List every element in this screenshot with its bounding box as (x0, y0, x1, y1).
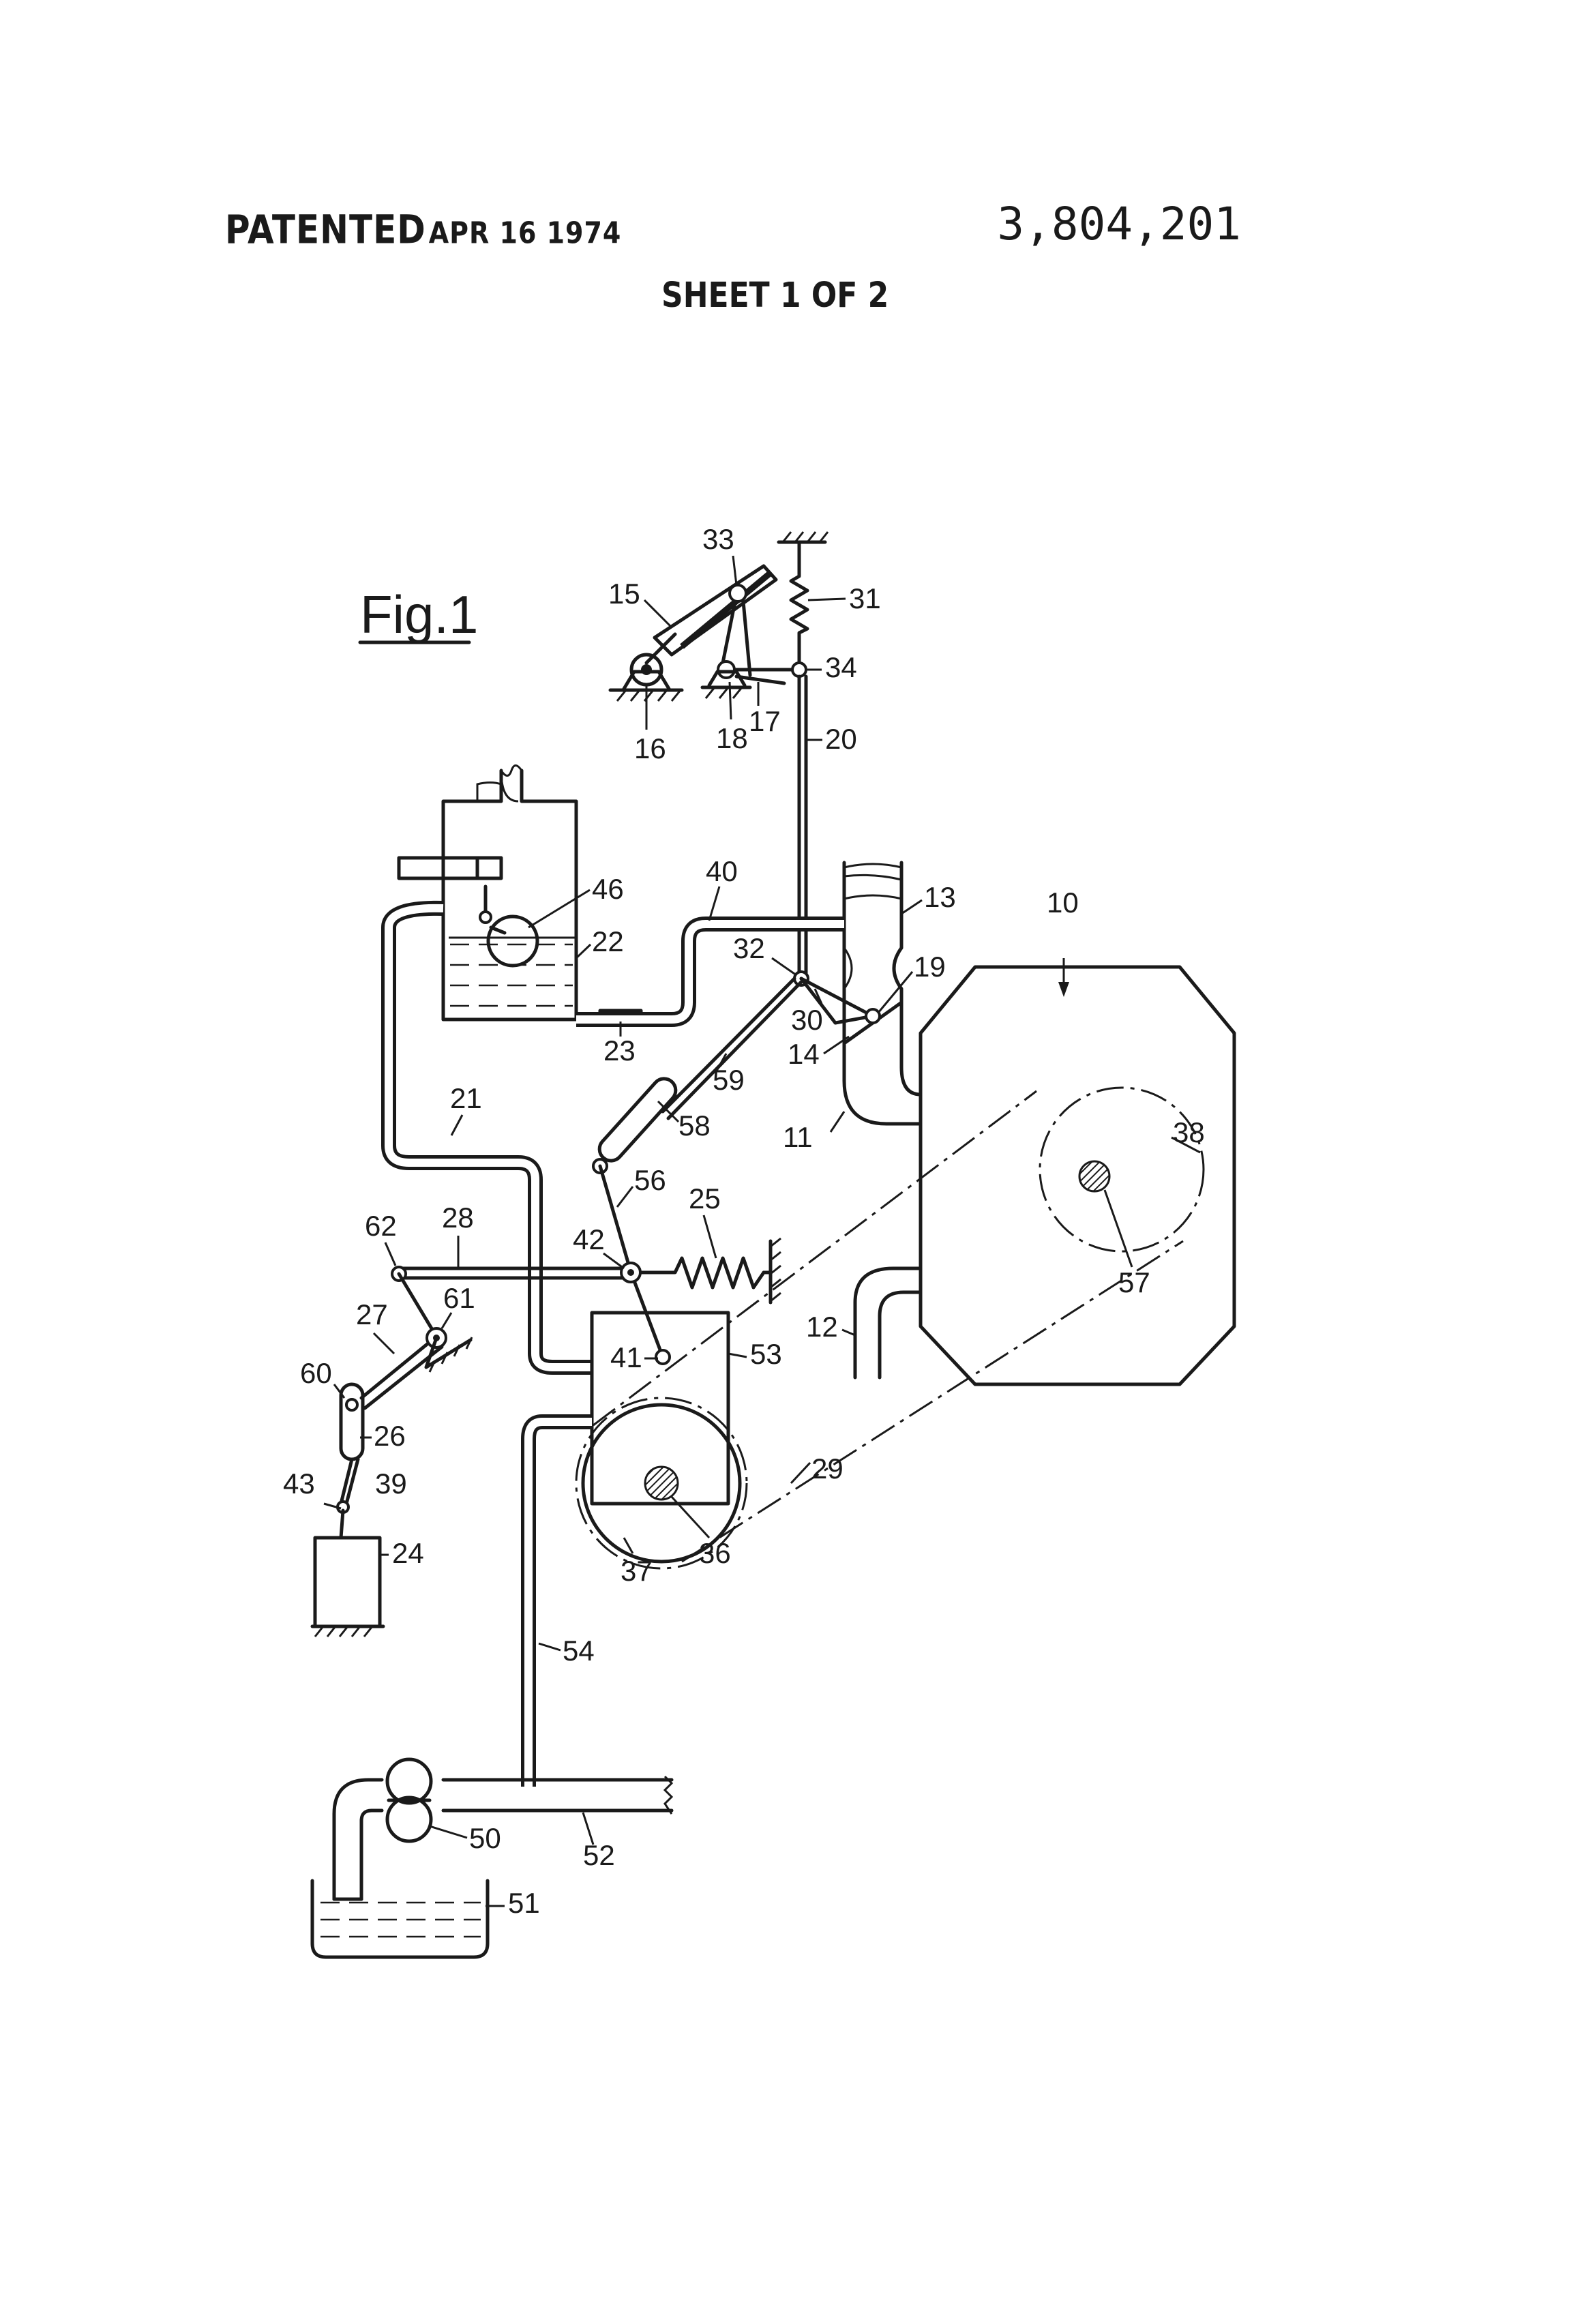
label-20: 20 (825, 723, 857, 755)
label-18: 18 (716, 722, 748, 754)
label-41: 41 (610, 1341, 642, 1373)
actuator-24 (312, 1459, 383, 1637)
intake-throat (844, 863, 921, 1124)
label-29: 29 (811, 1452, 844, 1485)
label-43: 43 (283, 1468, 315, 1500)
label-11: 11 (783, 1121, 813, 1153)
label-33: 33 (702, 523, 734, 555)
figure-title: Fig.1 (360, 584, 478, 644)
reference-labels: 10 11 12 13 14 15 16 17 18 19 20 21 22 2… (283, 523, 1205, 1919)
label-54: 54 (563, 1635, 595, 1667)
rod-28 (392, 1263, 640, 1282)
pump-50 (334, 1759, 431, 1899)
label-46: 46 (592, 873, 624, 905)
label-12: 12 (806, 1311, 838, 1343)
label-31: 31 (849, 582, 881, 614)
label-57: 57 (1118, 1266, 1150, 1298)
spring-25 (641, 1238, 781, 1302)
label-61: 61 (443, 1282, 475, 1314)
pipe-12 (855, 1268, 921, 1377)
label-17: 17 (749, 705, 781, 737)
label-56: 56 (634, 1164, 666, 1196)
label-28: 28 (442, 1202, 474, 1234)
label-36: 36 (699, 1537, 731, 1569)
label-42: 42 (573, 1223, 605, 1255)
label-50: 50 (469, 1822, 501, 1854)
joint-34 (792, 663, 806, 676)
label-34: 34 (825, 651, 857, 683)
label-62: 62 (365, 1210, 397, 1242)
label-21: 21 (450, 1082, 482, 1114)
label-23: 23 (603, 1034, 636, 1067)
belt-29-top (593, 1091, 1036, 1425)
label-53: 53 (750, 1338, 782, 1370)
label-60: 60 (300, 1357, 332, 1389)
tank-51 (312, 1881, 488, 1957)
label-40: 40 (706, 855, 738, 887)
label-38: 38 (1173, 1116, 1205, 1148)
label-15: 15 (608, 578, 640, 610)
engine-block (921, 958, 1234, 1384)
pipe-52 (443, 1776, 672, 1814)
label-51: 51 (508, 1887, 540, 1919)
float-46 (488, 917, 537, 966)
lever-17 (702, 585, 798, 698)
label-14: 14 (788, 1038, 820, 1070)
label-22: 22 (592, 925, 624, 957)
pipe-21 (389, 908, 593, 1367)
label-52: 52 (583, 1839, 615, 1871)
label-32: 32 (733, 932, 765, 964)
label-13: 13 (924, 881, 956, 913)
belt-29-bottom (682, 1241, 1183, 1562)
label-24: 24 (392, 1537, 424, 1569)
label-37: 37 (621, 1555, 653, 1587)
label-19: 19 (914, 951, 946, 983)
label-27: 27 (356, 1298, 388, 1330)
label-26: 26 (374, 1420, 406, 1452)
label-16: 16 (634, 732, 666, 764)
label-58: 58 (678, 1109, 711, 1142)
label-25: 25 (689, 1182, 721, 1215)
label-39: 39 (375, 1468, 407, 1500)
label-10: 10 (1047, 887, 1079, 919)
fuel-reservoir (399, 766, 685, 1021)
label-30: 30 (791, 1004, 823, 1036)
